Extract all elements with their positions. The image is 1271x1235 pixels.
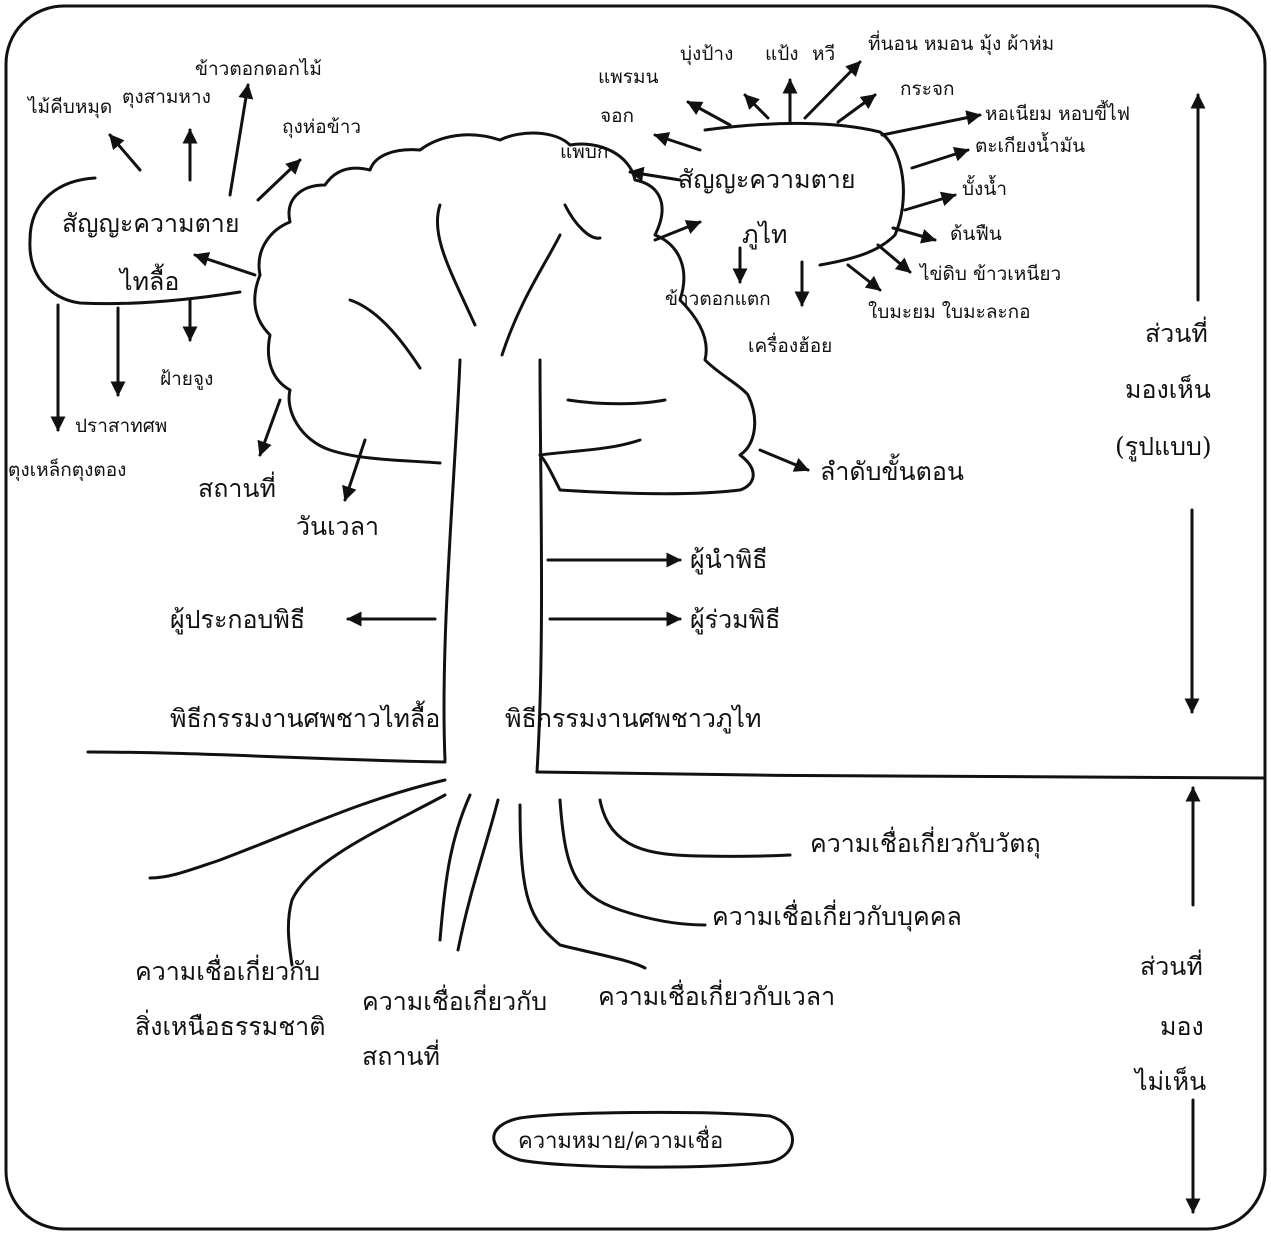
trunk-right-title: พิธีกรรมงานศพชาวภูไท	[505, 704, 761, 734]
canopy-sequence: ลำดับขั้นตอน	[820, 453, 964, 486]
root-7	[600, 800, 790, 856]
item-tung-sam: ตุงสามหาง	[122, 86, 211, 109]
trunk-participant: ผู้ร่วมพิธี	[690, 605, 780, 635]
left-cloud-group: ไทลื้อ	[118, 263, 179, 296]
item-khaotokta: ข้าวตอกแตก	[665, 288, 771, 310]
meaning-label: ความหมาย/ความเชื่อ	[518, 1125, 723, 1154]
item-jok: จอก	[600, 105, 634, 127]
item-prasat: ปราสาทศพ	[75, 415, 167, 437]
root-objects: ความเชื่อเกี่ยวกับวัตถุ	[810, 826, 1041, 859]
root-1	[150, 780, 445, 878]
item-baimayom: ใบมะยม ใบมะละกอ	[868, 301, 1031, 323]
branch-1	[437, 205, 475, 325]
root-supernatural-2: สิ่งเหนือธรรมชาติ	[135, 1009, 325, 1041]
canopy-left-edge	[255, 275, 440, 463]
branch-2	[565, 205, 600, 238]
arrow-sequence	[760, 450, 808, 470]
arrow-phraemon	[688, 102, 730, 125]
arrow-donfuen	[893, 228, 935, 240]
root-4	[458, 800, 498, 950]
arrow-thinon	[805, 62, 860, 118]
item-khrueang-hoi: เครื่องฮ้อย	[748, 332, 832, 357]
canopy-place: สถานที่	[198, 471, 276, 503]
trunk-leader: ผู้นำพิธี	[690, 545, 768, 575]
item-ho-niam: หอเนียม หอบขี้ไฟ	[985, 100, 1130, 125]
item-krajok: กระจก	[900, 78, 955, 100]
item-takiang: ตะเกียงน้ำมัน	[975, 132, 1085, 157]
arrow-ho-niam	[882, 115, 980, 135]
arrow-bung	[745, 95, 768, 118]
item-phaebok: แพบก	[560, 141, 608, 163]
item-fai-jung: ฝ้ายจูง	[160, 368, 213, 390]
canopy-time: วันเวลา	[296, 512, 379, 541]
item-phraemon: แพรมน	[598, 66, 659, 88]
item-paeng: แป้ง	[765, 43, 799, 65]
arrow-mai-kip	[110, 135, 140, 170]
arrow-baimayom	[848, 265, 880, 290]
root-place-2: สถานที่	[362, 1039, 440, 1071]
item-thung-ho: ถุงห่อข้าว	[282, 116, 361, 139]
branch-4	[502, 235, 560, 355]
item-khao-tok-dok: ข้าวตอกดอกไม้	[195, 58, 322, 80]
arrow-thung	[258, 160, 300, 200]
root-2	[288, 795, 445, 965]
arrow-time	[345, 440, 365, 500]
item-wi: หวี	[812, 43, 835, 65]
arrow-krajok	[838, 95, 875, 122]
right-cloud-group: ภูไท	[742, 220, 788, 250]
item-thinon: ที่นอน หมอน มุ้ง ผ้าห่ม	[868, 30, 1054, 56]
arrow-place	[260, 400, 280, 455]
side-visible-3: (รูปแบบ)	[1115, 432, 1212, 462]
arrow-bangnam	[905, 195, 955, 210]
side-visible-1: ส่วนที่	[1145, 316, 1208, 348]
ground-line	[88, 752, 445, 762]
root-6	[560, 800, 705, 925]
arrow-khaidip	[878, 245, 910, 272]
root-place-1: ความเชื่อเกี่ยวกับ	[362, 984, 547, 1016]
branch-5	[568, 400, 665, 404]
left-cloud-title: สัญญะความตาย	[62, 209, 240, 238]
right-cloud-title: สัญญะความตาย	[678, 165, 856, 194]
arrow-takiang	[912, 150, 968, 168]
arrow-to-left-cloud	[195, 255, 255, 275]
item-donfuen: ด้นฟืน	[950, 223, 1002, 245]
arrow-to-right-cloud	[655, 222, 700, 240]
ground-line-right	[537, 772, 1265, 778]
arrow-khao-tok	[230, 85, 248, 195]
item-khaidip: ไข่ดิบ ข้าวเหนียว	[918, 263, 1061, 285]
root-time: ความเชื่อเกี่ยวกับเวลา	[598, 979, 835, 1011]
side-invisible-3: ไม่เห็น	[1133, 1066, 1206, 1096]
item-bangnam: บั้งน้ำ	[962, 175, 1007, 200]
arrow-jok	[655, 135, 700, 150]
trunk-left-title: พิธีกรรมงานศพชาวไทลื้อ	[170, 700, 440, 733]
root-supernatural-1: ความเชื่อเกี่ยวกับ	[135, 954, 320, 986]
side-invisible-1: ส่วนที่	[1140, 949, 1203, 981]
arrow-phaebok	[630, 172, 680, 180]
item-tung-lek: ตุงเหล็กตุงตอง	[8, 457, 126, 482]
side-invisible-2: มอง	[1160, 1012, 1204, 1041]
item-mai-kip: ไม้คีบหมุด	[26, 96, 112, 119]
side-visible-2: มองเห็น	[1125, 374, 1211, 404]
trunk-left	[444, 360, 460, 760]
root-person: ความเชื่อเกี่ยวกับบุคคล	[712, 899, 962, 932]
right-cloud-outline	[705, 123, 903, 265]
branch-3	[350, 300, 420, 368]
trunk-performer: ผู้ประกอบพิธี	[170, 605, 305, 635]
item-bung: บุ่งป้าง	[680, 43, 733, 66]
branch-6	[540, 440, 640, 455]
